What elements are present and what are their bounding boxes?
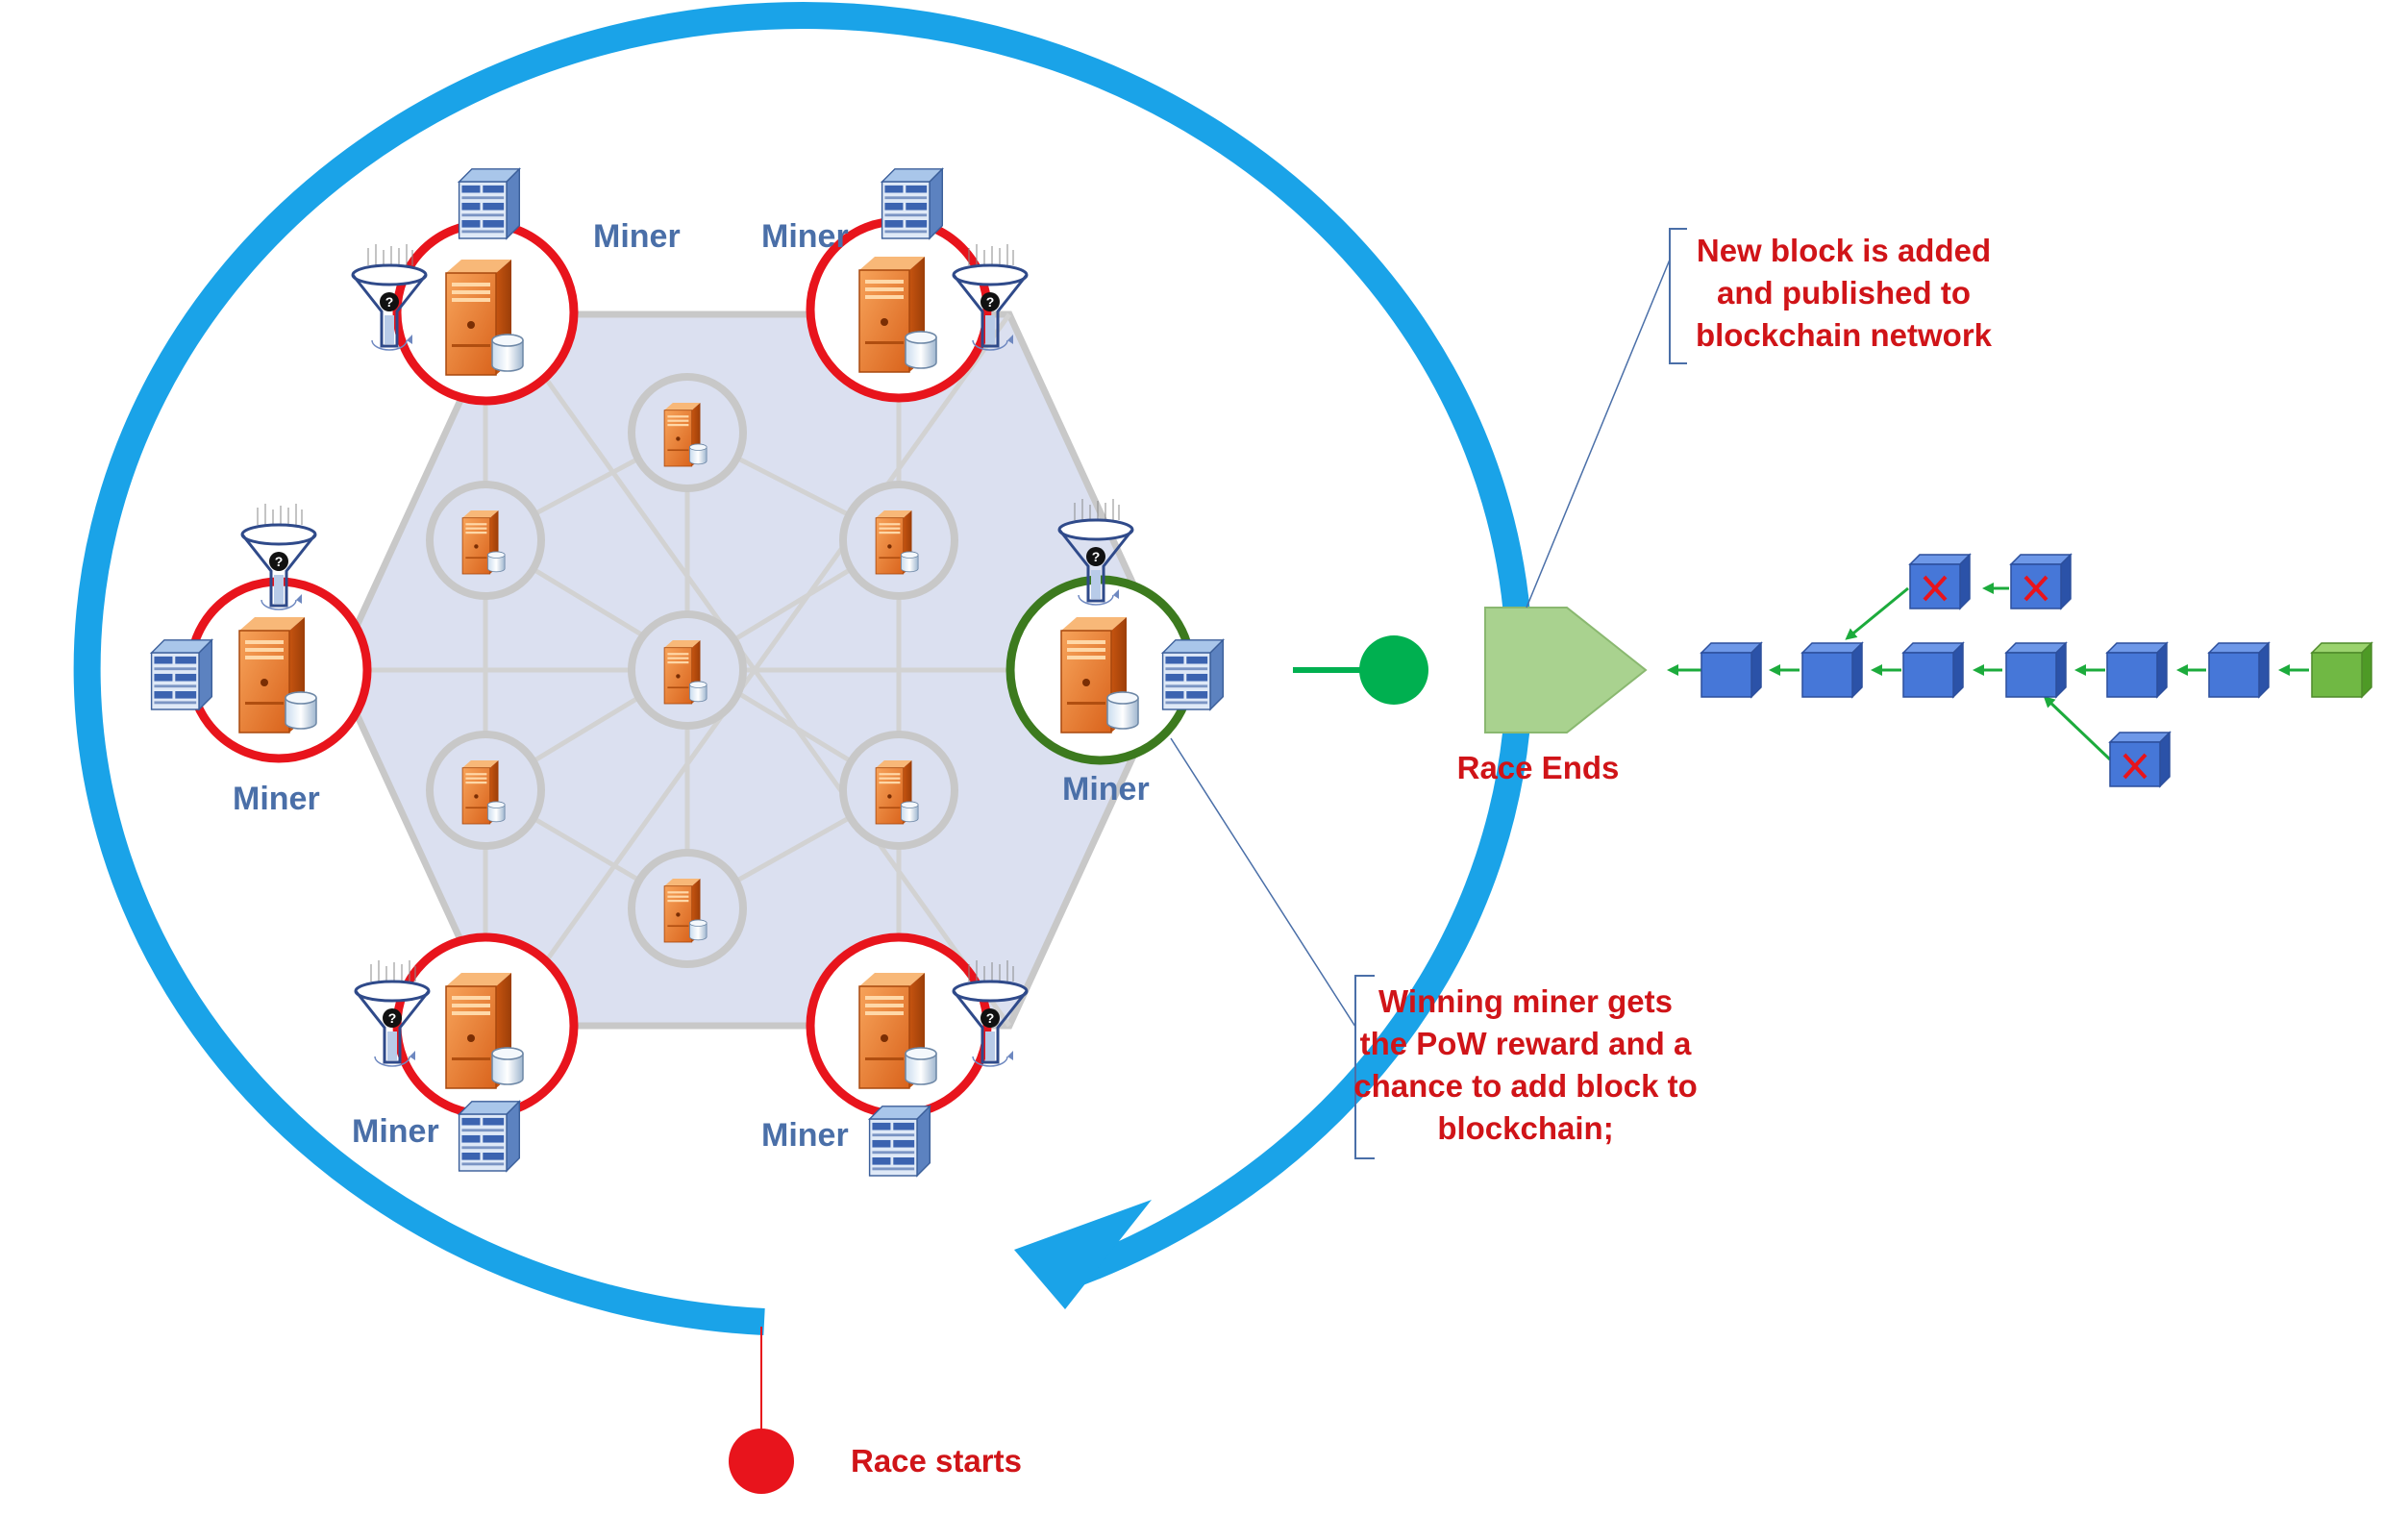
server-icon <box>858 256 937 373</box>
winner-note-line: blockchain; <box>1437 1110 1613 1146</box>
rack-icon <box>150 639 213 710</box>
miner-right-winner: Miner <box>1005 497 1225 808</box>
block-icon <box>2005 642 2067 698</box>
block-icon <box>1801 642 1863 698</box>
server-icon <box>461 759 506 825</box>
network-node <box>628 849 747 968</box>
block-icon <box>1902 642 1964 698</box>
rack-icon <box>1161 639 1225 710</box>
network-node <box>628 373 747 492</box>
rack-icon <box>881 168 944 239</box>
race-loop-arrow <box>73 2 1533 1335</box>
server-icon <box>238 616 317 733</box>
block-icon <box>1700 642 1762 698</box>
network-node <box>426 481 545 600</box>
blockchain <box>1667 554 2372 787</box>
server-icon <box>445 972 524 1089</box>
rack-icon <box>458 168 521 239</box>
network-node <box>426 731 545 850</box>
server-icon <box>875 509 919 575</box>
new-block-note-line: and published to <box>1717 275 1971 311</box>
race-end-marker: Race Ends <box>1293 607 1648 785</box>
race-start-marker: Race starts <box>729 1327 1022 1494</box>
miner-left: Miner <box>150 502 372 817</box>
race-ends-label: Race Ends <box>1457 750 1620 785</box>
miner-top-right: Miner <box>761 168 1029 403</box>
server-icon <box>858 972 937 1089</box>
miner-label: Miner <box>761 218 849 255</box>
block-icon <box>2208 642 2270 698</box>
winning-miner-callout: Winning miner gets the PoW reward and a … <box>1170 737 1698 1159</box>
miner-bottom-left: Miner <box>352 932 579 1172</box>
server-icon <box>875 759 919 825</box>
rack-icon <box>458 1101 521 1172</box>
server-icon <box>1060 616 1139 733</box>
miner-label: Miner <box>761 1117 849 1154</box>
server-icon <box>663 878 708 943</box>
miner-label: Miner <box>1062 771 1150 808</box>
winner-note-line: chance to add block to <box>1353 1068 1698 1104</box>
server-icon <box>663 402 708 467</box>
network-node <box>628 610 747 730</box>
server-icon <box>663 639 708 705</box>
miner-bottom-right: Miner <box>761 932 1029 1177</box>
miner-network <box>333 311 1177 1030</box>
new-block-icon <box>2311 642 2372 698</box>
winner-note-line: Winning miner gets <box>1378 983 1673 1019</box>
race-starts-label: Race starts <box>851 1443 1022 1479</box>
server-icon <box>445 259 524 376</box>
rack-icon <box>868 1106 931 1177</box>
network-node <box>839 481 958 600</box>
miner-label: Miner <box>233 781 320 817</box>
new-block-note-line: New block is added <box>1697 233 1991 268</box>
miner-label: Miner <box>352 1113 439 1150</box>
miner-top-left: Miner <box>351 168 681 406</box>
server-icon <box>461 509 506 575</box>
new-block-callout: New block is added and published to bloc… <box>1526 228 1993 609</box>
network-node <box>839 731 958 850</box>
miner-label: Miner <box>593 218 681 255</box>
winner-note-line: the PoW reward and a <box>1360 1026 1692 1061</box>
block-icon <box>2106 642 2168 698</box>
new-block-note-line: blockchain network <box>1696 317 1993 353</box>
pentagon-arrow-icon <box>1484 607 1648 733</box>
